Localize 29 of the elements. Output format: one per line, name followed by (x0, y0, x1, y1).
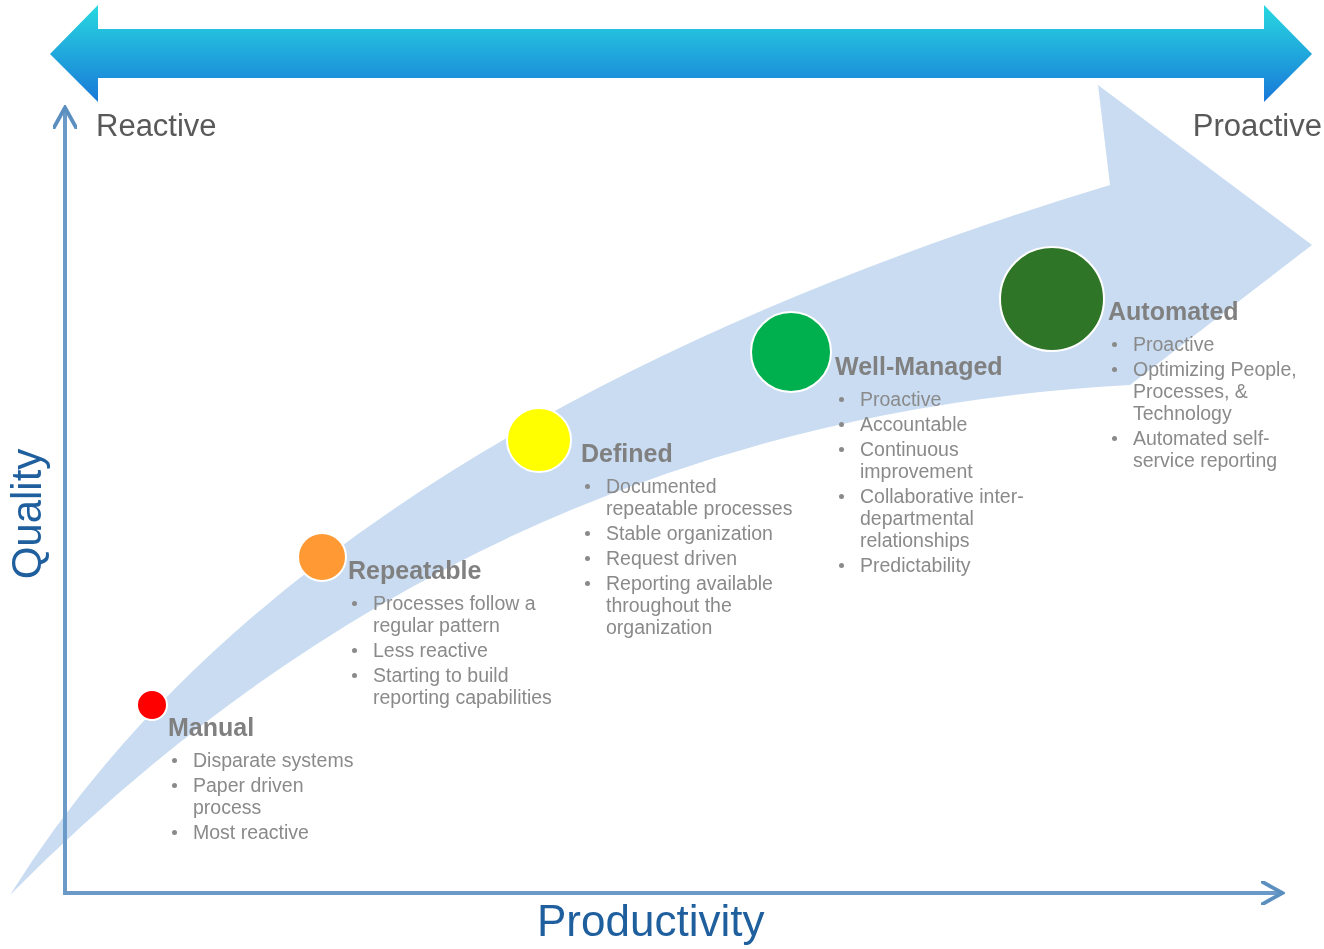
bullet-item: Predictability (860, 554, 972, 576)
stage-heading: Manual (168, 713, 255, 741)
stage-circle (297, 532, 347, 582)
bullet-item: Documented repeatable processes (606, 475, 794, 519)
bullet-item: Automated self-service reporting (1133, 427, 1279, 471)
bullet-item: Accountable (860, 413, 969, 435)
bullet-item: Starting to build reporting capabilities (373, 664, 553, 708)
stage-heading: Repeatable (348, 556, 482, 584)
bullet-item: Collaborative inter-departmental relationships (860, 485, 1025, 551)
stage-heading: Defined (581, 439, 673, 467)
axis-title: Quality (3, 448, 52, 580)
bullet-item: Continuous improvement (860, 438, 974, 482)
axis-end-label: Proactive (1192, 108, 1322, 144)
axis-title: Productivity (537, 896, 765, 946)
bullet-item: Less reactive (373, 639, 489, 661)
stage-heading: Automated (1108, 297, 1239, 325)
bullet-item: Processes follow a regular pattern (373, 592, 537, 636)
bullet-item: Paper driven process (193, 774, 305, 818)
bullet-item: Optimizing People, Processes, & Technology (1133, 358, 1298, 424)
bullet-item: Stable organization (606, 522, 774, 544)
bullet-item: Proactive (1133, 333, 1216, 355)
bullet-item: Proactive (860, 388, 943, 410)
stage-circle (136, 689, 168, 721)
stage-heading: Well-Managed (835, 352, 1003, 380)
bullet-item: Reporting available throughout the organization (606, 572, 774, 638)
bullet-item: Request driven (606, 547, 739, 569)
axis-end-label: Reactive (96, 108, 217, 144)
bullet-item: Most reactive (193, 821, 310, 843)
bullet-item: Disparate systems (193, 749, 355, 771)
